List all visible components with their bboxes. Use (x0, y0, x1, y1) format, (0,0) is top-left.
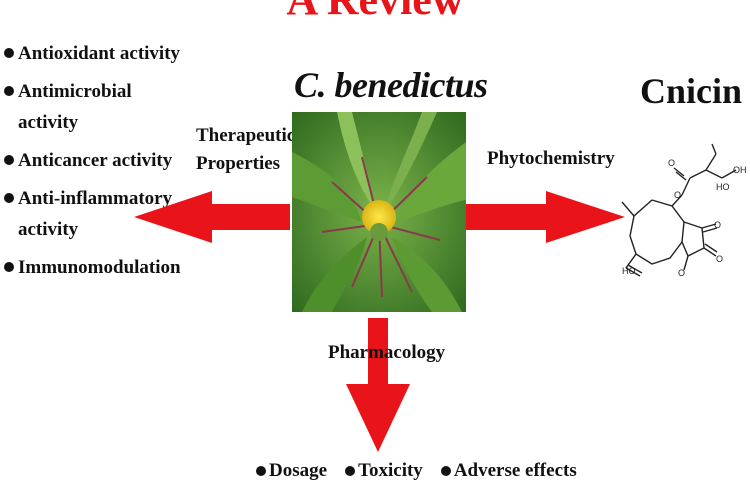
right-arrow-icon (466, 191, 625, 243)
bullet-icon (4, 262, 14, 272)
list-item: Anticancer activity (4, 145, 189, 176)
list-item: Anti-inflammatory activity (4, 183, 189, 245)
oh-label: OH (733, 165, 747, 175)
ho-side-label: HO (716, 182, 730, 192)
list-item: Immunomodulation (4, 252, 189, 283)
page-title: A Review (0, 0, 750, 22)
bullet-icon (4, 86, 14, 96)
plant-name: C. benedictus (294, 65, 488, 105)
phytochemistry-label: Phytochemistry (487, 148, 615, 169)
bullet-icon (345, 466, 356, 476)
plant-photo (292, 112, 466, 312)
left-arrow-icon (134, 191, 290, 243)
list-item: Dosage (256, 460, 327, 482)
bullet-icon (4, 193, 14, 203)
bullet-icon (4, 155, 14, 165)
compound-name: Cnicin (640, 71, 743, 111)
svg-text:O: O (716, 254, 723, 264)
therapeutic-label: Therapeutic Properties (196, 125, 296, 174)
cnicin-structure: O O OH HO HO O O O (621, 143, 747, 278)
svg-text:O: O (674, 190, 681, 200)
list-item: Adverse effects (440, 460, 577, 482)
svg-text:O: O (678, 268, 685, 278)
list-item: Antimicrobial activity (4, 76, 189, 138)
list-item: Antioxidant activity (4, 38, 189, 69)
svg-text:O: O (714, 220, 721, 230)
bullet-icon (440, 466, 451, 476)
svg-text:O: O (668, 158, 675, 168)
bullet-icon (4, 48, 14, 58)
ho-bottom-label: HO (622, 266, 636, 276)
pharmacology-items: Dosage Toxicity Adverse effects (256, 460, 577, 482)
down-arrow-icon (346, 318, 410, 452)
bullet-icon (256, 466, 266, 476)
list-item: Toxicity (345, 460, 423, 482)
pharmacology-label: Pharmacology (328, 342, 446, 363)
therapeutic-properties-list: Antioxidant activity Antimicrobial activ… (4, 38, 189, 290)
